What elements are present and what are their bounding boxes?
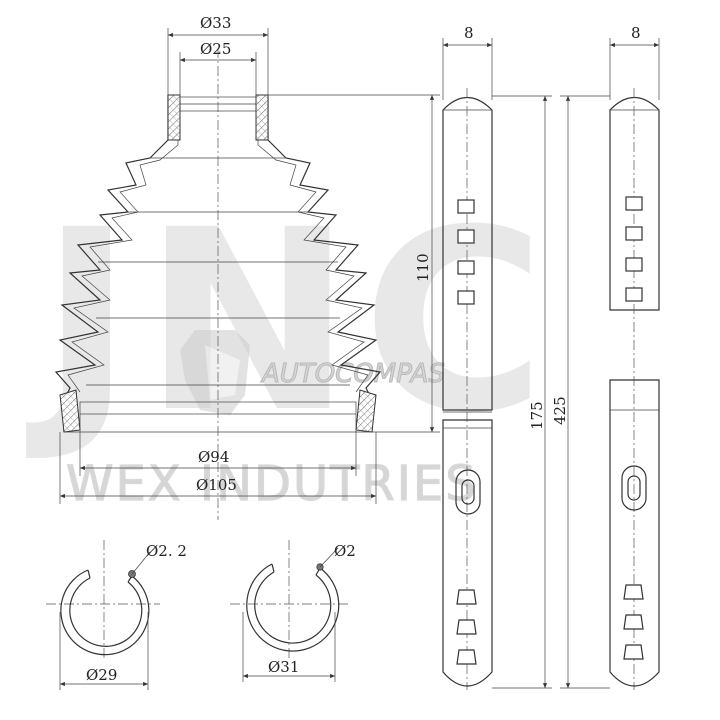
dim-boot-bottom-outer: Ø105 (196, 476, 237, 494)
boot-bottom-left (59, 389, 81, 433)
dim-clamp-width-2: 8 (631, 24, 641, 42)
boot-outline-left (54, 95, 169, 432)
dim-clamp-length-1: 175 (528, 401, 546, 430)
dim-ring-large-wire: Ø2 (334, 542, 356, 560)
boot-drawing: Ø33 Ø25 110 Ø94 Ø105 (54, 14, 440, 520)
boot-outline-right (267, 95, 382, 432)
clamp-strap-175: 8 175 (442, 24, 552, 690)
watermark-autocompas: AUTOCOMPAS (260, 359, 445, 389)
dim-ring-small-dia: Ø29 (86, 666, 117, 684)
dim-boot-top-inner: Ø25 (200, 40, 231, 58)
watermark-brand-jnc: JNC (25, 176, 556, 467)
dim-clamp-length-2: 425 (551, 396, 569, 425)
watermark-company: WEX INDUTRIES (66, 456, 478, 512)
ring-clamp-large: Ø2 Ø31 (230, 540, 356, 682)
boot-bottom-right (355, 389, 377, 433)
watermark: JNC AUTOCOMPAS WEX INDUTRIES (25, 176, 556, 513)
boot-top-collar-left (167, 94, 181, 141)
dim-clamp-width-1: 8 (464, 24, 474, 42)
clamp-strap-425: 8 425 (551, 24, 660, 690)
dim-boot-top-outer: Ø33 (200, 14, 231, 32)
dim-ring-small-wire: Ø2. 2 (146, 542, 187, 560)
dim-ring-large-dia: Ø31 (268, 658, 299, 676)
dim-boot-height: 110 (414, 253, 432, 282)
ring-clamp-small: Ø2. 2 Ø29 (46, 540, 187, 690)
boot-top-collar-right (255, 94, 269, 141)
watermark-logo-icon (180, 330, 250, 415)
dim-boot-bottom-inner: Ø94 (198, 448, 229, 466)
